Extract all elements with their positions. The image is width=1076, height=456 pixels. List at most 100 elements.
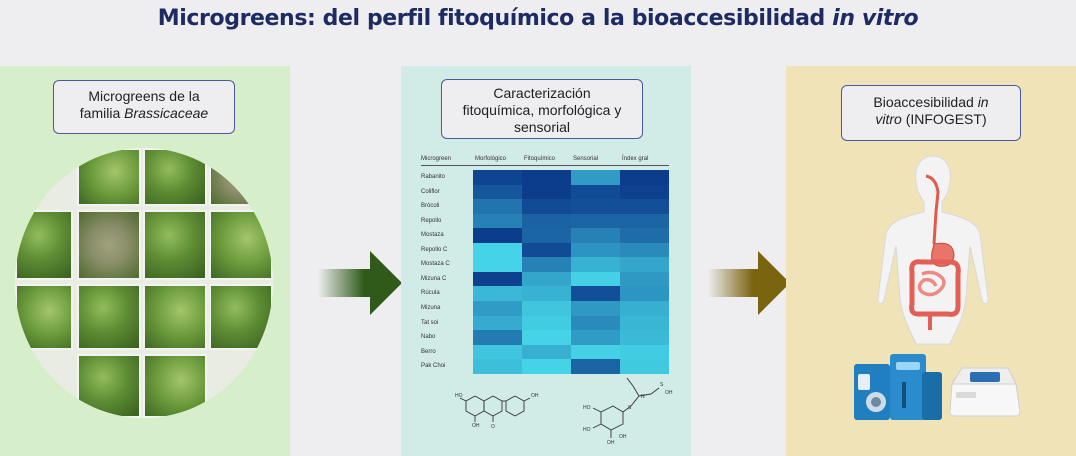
heatmap-cell — [522, 300, 571, 316]
heatmap-row-label: Coliflor — [421, 188, 440, 195]
heatmap-cell — [571, 330, 620, 345]
heatmap-column-header: Morfológico — [475, 156, 507, 162]
heatmap-cell — [571, 199, 620, 214]
heatmap-cell — [620, 257, 669, 273]
microgreen-photo — [209, 148, 273, 206]
heatmap-cell — [620, 184, 669, 200]
heatmap-column-header: Fitoquímico — [524, 156, 556, 162]
svg-text:O: O — [491, 424, 495, 430]
heatmap-cell — [571, 184, 620, 200]
label-characterization: Caracterización fitoquímica, morfológica… — [441, 79, 643, 139]
heatmap-cell — [522, 199, 571, 214]
microgreen-photo — [143, 210, 207, 280]
flow-arrow-1 — [318, 251, 402, 315]
heatmap-cell — [571, 257, 620, 273]
heatmap-cell — [522, 359, 571, 374]
heatmap-row-label: Berro — [421, 348, 436, 355]
heatmap-cell — [620, 271, 669, 287]
heatmap-cell — [522, 242, 571, 258]
heatmap-header-rule — [421, 165, 669, 166]
heatmap-cell — [473, 170, 522, 185]
svg-text:HO: HO — [583, 427, 591, 433]
heatmap-cell — [522, 286, 571, 302]
heatmap-row-label: Mizuna C — [421, 275, 447, 282]
heatmap-cell — [522, 344, 571, 360]
microgreens-photo-collage — [15, 148, 273, 418]
heatmap-cell — [620, 228, 669, 244]
heatmap-cell — [522, 170, 571, 185]
svg-text:N: N — [641, 394, 645, 400]
heatmap-row-label: Repollo C — [421, 246, 448, 253]
svg-text:HO: HO — [455, 393, 463, 399]
svg-text:OH: OH — [472, 423, 480, 429]
heatmap-column-header: Sensorial — [573, 156, 599, 162]
heatmap-row-label: Repollo — [421, 217, 442, 224]
heatmap-cell — [522, 228, 571, 244]
heatmap-cell — [473, 330, 522, 345]
heatmap-cell — [571, 315, 620, 331]
heatmap-header-label: Microgreen — [421, 156, 452, 162]
heatmap-row-label: Tat soi — [421, 319, 439, 326]
panel-bioaccessibility: Bioaccesibilidad in vitro (INFOGEST) — [786, 66, 1076, 456]
heatmap-cell — [522, 257, 571, 273]
heatmap-cell — [522, 271, 571, 287]
heatmap-cell — [620, 213, 669, 229]
heatmap-cell — [473, 257, 522, 273]
heatmap-column-header: Índex gral — [622, 156, 649, 162]
heatmap-cell — [620, 315, 669, 331]
label-microgreens: Microgreens de la familia Brassicaceae — [53, 80, 235, 134]
heatmap-cell — [571, 344, 620, 360]
heatmap-cell — [571, 228, 620, 244]
microgreen-photo — [209, 210, 273, 280]
microgreen-photo — [143, 354, 207, 418]
heatmap-cell — [620, 199, 669, 214]
heatmap-cell — [571, 213, 620, 229]
heatmap-cell — [571, 271, 620, 287]
heatmap-row-label: Mostaza C — [421, 261, 450, 268]
panel-characterization: Caracterización fitoquímica, morfológica… — [401, 66, 691, 456]
heatmap-cell — [522, 315, 571, 331]
heatmap-cell — [620, 242, 669, 258]
spectrophotometer-icon — [949, 367, 1021, 417]
heatmap-cell — [473, 344, 522, 360]
heatmap-cell — [473, 242, 522, 258]
heatmap-cell — [522, 330, 571, 345]
microgreen-photo — [77, 284, 141, 350]
heatmap-cell — [620, 344, 669, 360]
microgreen-photo — [143, 284, 207, 350]
heatmap-cell — [473, 199, 522, 214]
microgreen-photo — [209, 284, 273, 350]
flow-arrow-2 — [708, 251, 790, 315]
heatmap-cell — [620, 286, 669, 302]
heatmap-cell — [473, 213, 522, 229]
microgreen-photo — [77, 148, 141, 206]
heatmap-cell — [473, 286, 522, 302]
heatmap-cell — [473, 300, 522, 316]
heatmap-cell — [620, 330, 669, 345]
heatmap-cell — [473, 228, 522, 244]
heatmap-row-label: Mizuna — [421, 304, 441, 311]
heatmap-cell — [620, 170, 669, 185]
svg-text:S: S — [660, 382, 664, 388]
heatmap-row-label: Rabanito — [421, 174, 446, 180]
microgreen-photo — [143, 148, 207, 206]
heatmap-cell — [571, 359, 620, 374]
heatmap-cell — [473, 315, 522, 331]
heatmap-cell — [473, 184, 522, 200]
microgreen-photo — [15, 284, 73, 350]
svg-text:OH: OH — [619, 434, 627, 440]
svg-text:OH: OH — [607, 440, 615, 446]
heatmap-cell — [522, 213, 571, 229]
heatmap-cell — [473, 271, 522, 287]
svg-text:HO: HO — [583, 405, 591, 411]
human-digestive-system-icon — [877, 155, 989, 345]
heatmap-cell — [620, 359, 669, 374]
heatmap-cell — [571, 286, 620, 302]
heatmap-row-label: Rúcula — [421, 290, 440, 297]
page-title: Microgreens: del perfil fitoquímico a la… — [157, 6, 919, 31]
heatmap-cell — [473, 359, 522, 374]
microgreen-photo — [77, 210, 141, 280]
heatmap-row-label: Nabo — [421, 334, 436, 341]
